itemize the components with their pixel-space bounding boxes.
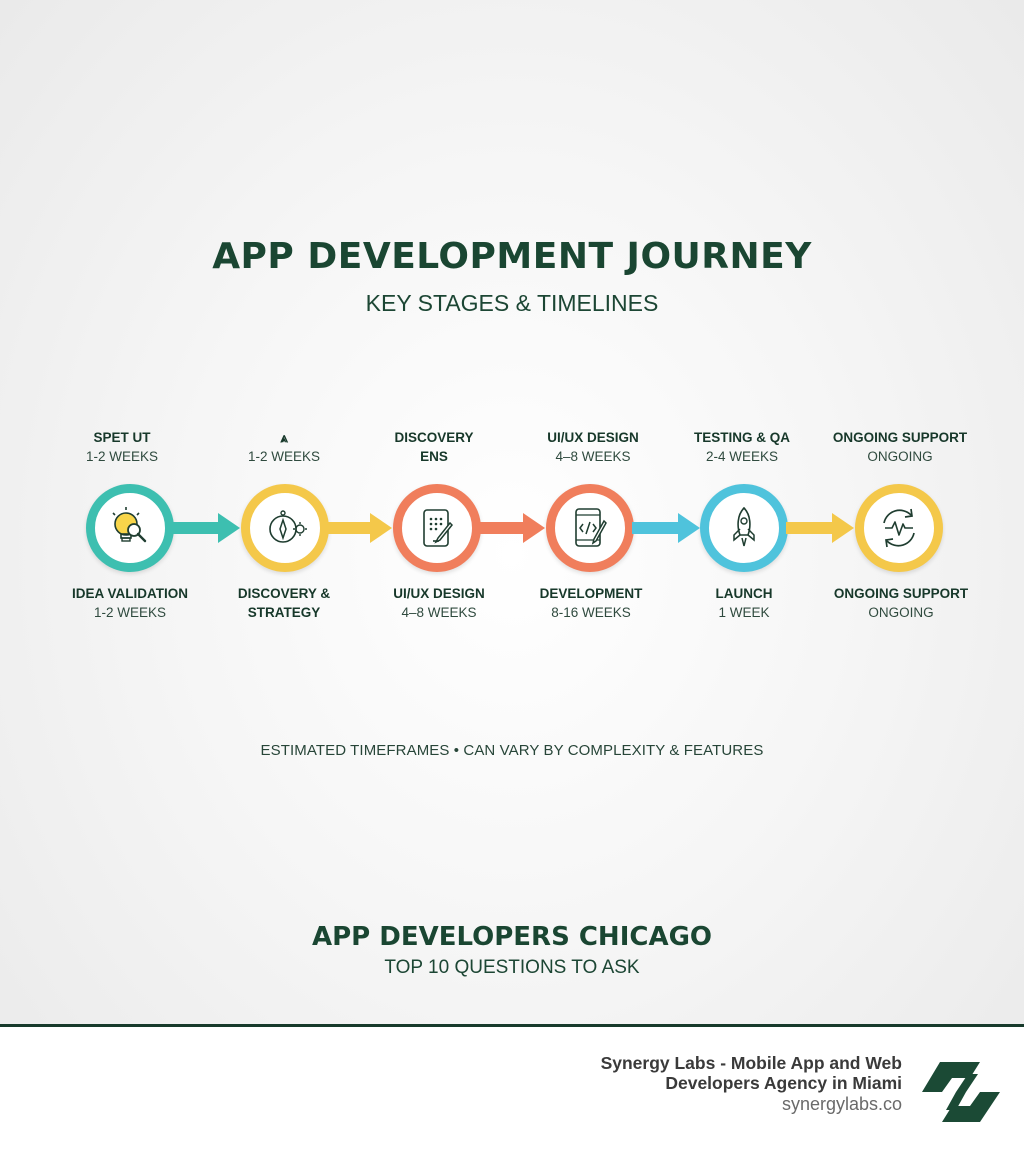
compass-gear-icon <box>269 510 307 543</box>
stage-6-top-label: ONGOING SUPPORT ONGOING <box>810 428 990 466</box>
stage-3-circle <box>393 484 481 572</box>
stage-3-top-note: ENS <box>420 449 448 464</box>
stage-2-bottom-title-line2: STRATEGY <box>247 605 321 620</box>
stage-6-bottom-label: ONGOING SUPPORT ONGOING <box>811 584 991 622</box>
stage-1-bottom-title: IDEA VALIDATION <box>72 586 188 601</box>
stage-6-top-title: ONGOING SUPPORT <box>832 430 968 445</box>
stage-2-top-note: 1-2 WEEKS <box>247 449 321 464</box>
stage-5-bottom-note: 1 WEEK <box>718 605 770 620</box>
stage-4-bottom-title: DEVELOPMENT <box>539 586 643 601</box>
stage-6-bottom-note: ONGOING <box>868 605 934 620</box>
refresh-pulse-icon <box>883 508 915 548</box>
stage-5-top-note: 2-4 WEEKS <box>705 449 779 464</box>
stage-4-circle <box>546 484 634 572</box>
stage-1-top-title: SPET UT <box>93 430 151 445</box>
stage-2-circle <box>241 484 329 572</box>
page-subtitle: KEY STAGES & TIMELINES <box>365 290 659 316</box>
brand-name-line2: Developers Agency in Miami <box>665 1073 902 1093</box>
synergy-labs-logo-icon <box>922 1062 1000 1122</box>
arrow-5-to-6 <box>786 513 854 543</box>
stage-2-top-label: ⩓ 1-2 WEEKS <box>194 428 374 466</box>
arrow-2-to-3 <box>326 513 392 543</box>
arrow-4-to-5 <box>632 513 700 543</box>
stage-2-bottom-title: DISCOVERY & <box>237 586 331 601</box>
stage-4-bottom-label: DEVELOPMENT 8-16 WEEKS <box>501 584 681 622</box>
stage-5-bottom-label: LAUNCH 1 WEEK <box>654 584 834 622</box>
stage-4-bottom-note: 8-16 WEEKS <box>551 605 631 620</box>
bottom-subtitle: TOP 10 QUESTIONS TO ASK <box>384 957 640 978</box>
brand-name-line1: Synergy Labs - Mobile App and Web <box>600 1053 902 1073</box>
stage-2-top-title: ⩓ <box>280 430 288 445</box>
phone-code-icon <box>575 508 607 547</box>
brand-url[interactable]: synergylabs.co <box>781 1094 902 1114</box>
stage-6-top-note: ONGOING <box>867 449 933 464</box>
stage-6-bottom-title: ONGOING SUPPORT <box>833 586 969 601</box>
stage-3-top-label: DISCOVERY ENS <box>344 428 524 466</box>
stage-3-bottom-label: UI/UX DESIGN 4–8 WEEKS <box>349 584 529 622</box>
footer: Synergy Labs - Mobile App and Web Develo… <box>0 1024 1024 1154</box>
stage-1-top-label: SPET UT 1-2 WEEKS <box>32 428 212 466</box>
stage-5-circle <box>700 484 788 572</box>
stage-6-circle <box>855 484 943 572</box>
stage-4-top-label: UI/UX DESIGN 4–8 WEEKS <box>503 428 683 466</box>
tablet-pen-icon <box>423 509 454 547</box>
lightbulb-magnifier-icon <box>112 507 147 543</box>
rocket-icon <box>733 506 755 547</box>
stage-3-bottom-title: UI/UX DESIGN <box>393 586 485 601</box>
stage-1-bottom-note: 1-2 WEEKS <box>93 605 167 620</box>
stage-5-bottom-title: LAUNCH <box>715 586 773 601</box>
stage-3-top-title: DISCOVERY <box>394 430 474 445</box>
bottom-title: APP DEVELOPERS CHICAGO <box>311 922 713 952</box>
stage-1-top-note: 1-2 WEEKS <box>85 449 159 464</box>
stage-1-circle <box>86 484 174 572</box>
stage-5-top-title: TESTING & QA <box>693 430 790 445</box>
timeframe-note: ESTIMATED TIMEFRAMES • CAN VARY BY COMPL… <box>260 742 764 759</box>
stage-1-bottom-label: IDEA VALIDATION 1-2 WEEKS <box>40 584 220 622</box>
brand-block: Synergy Labs - Mobile App and Web Develo… <box>601 1053 902 1114</box>
stage-3-bottom-note: 4–8 WEEKS <box>401 605 477 620</box>
stage-4-top-note: 4–8 WEEKS <box>555 449 631 464</box>
stage-4-top-title: UI/UX DESIGN <box>547 430 639 445</box>
stage-5-top-label: TESTING & QA 2-4 WEEKS <box>652 428 832 466</box>
arrow-3-to-4 <box>479 513 545 543</box>
stage-2-bottom-label: DISCOVERY & STRATEGY <box>194 584 374 622</box>
arrow-1-to-2 <box>172 513 240 543</box>
page-title: APP DEVELOPMENT JOURNEY <box>212 236 812 277</box>
